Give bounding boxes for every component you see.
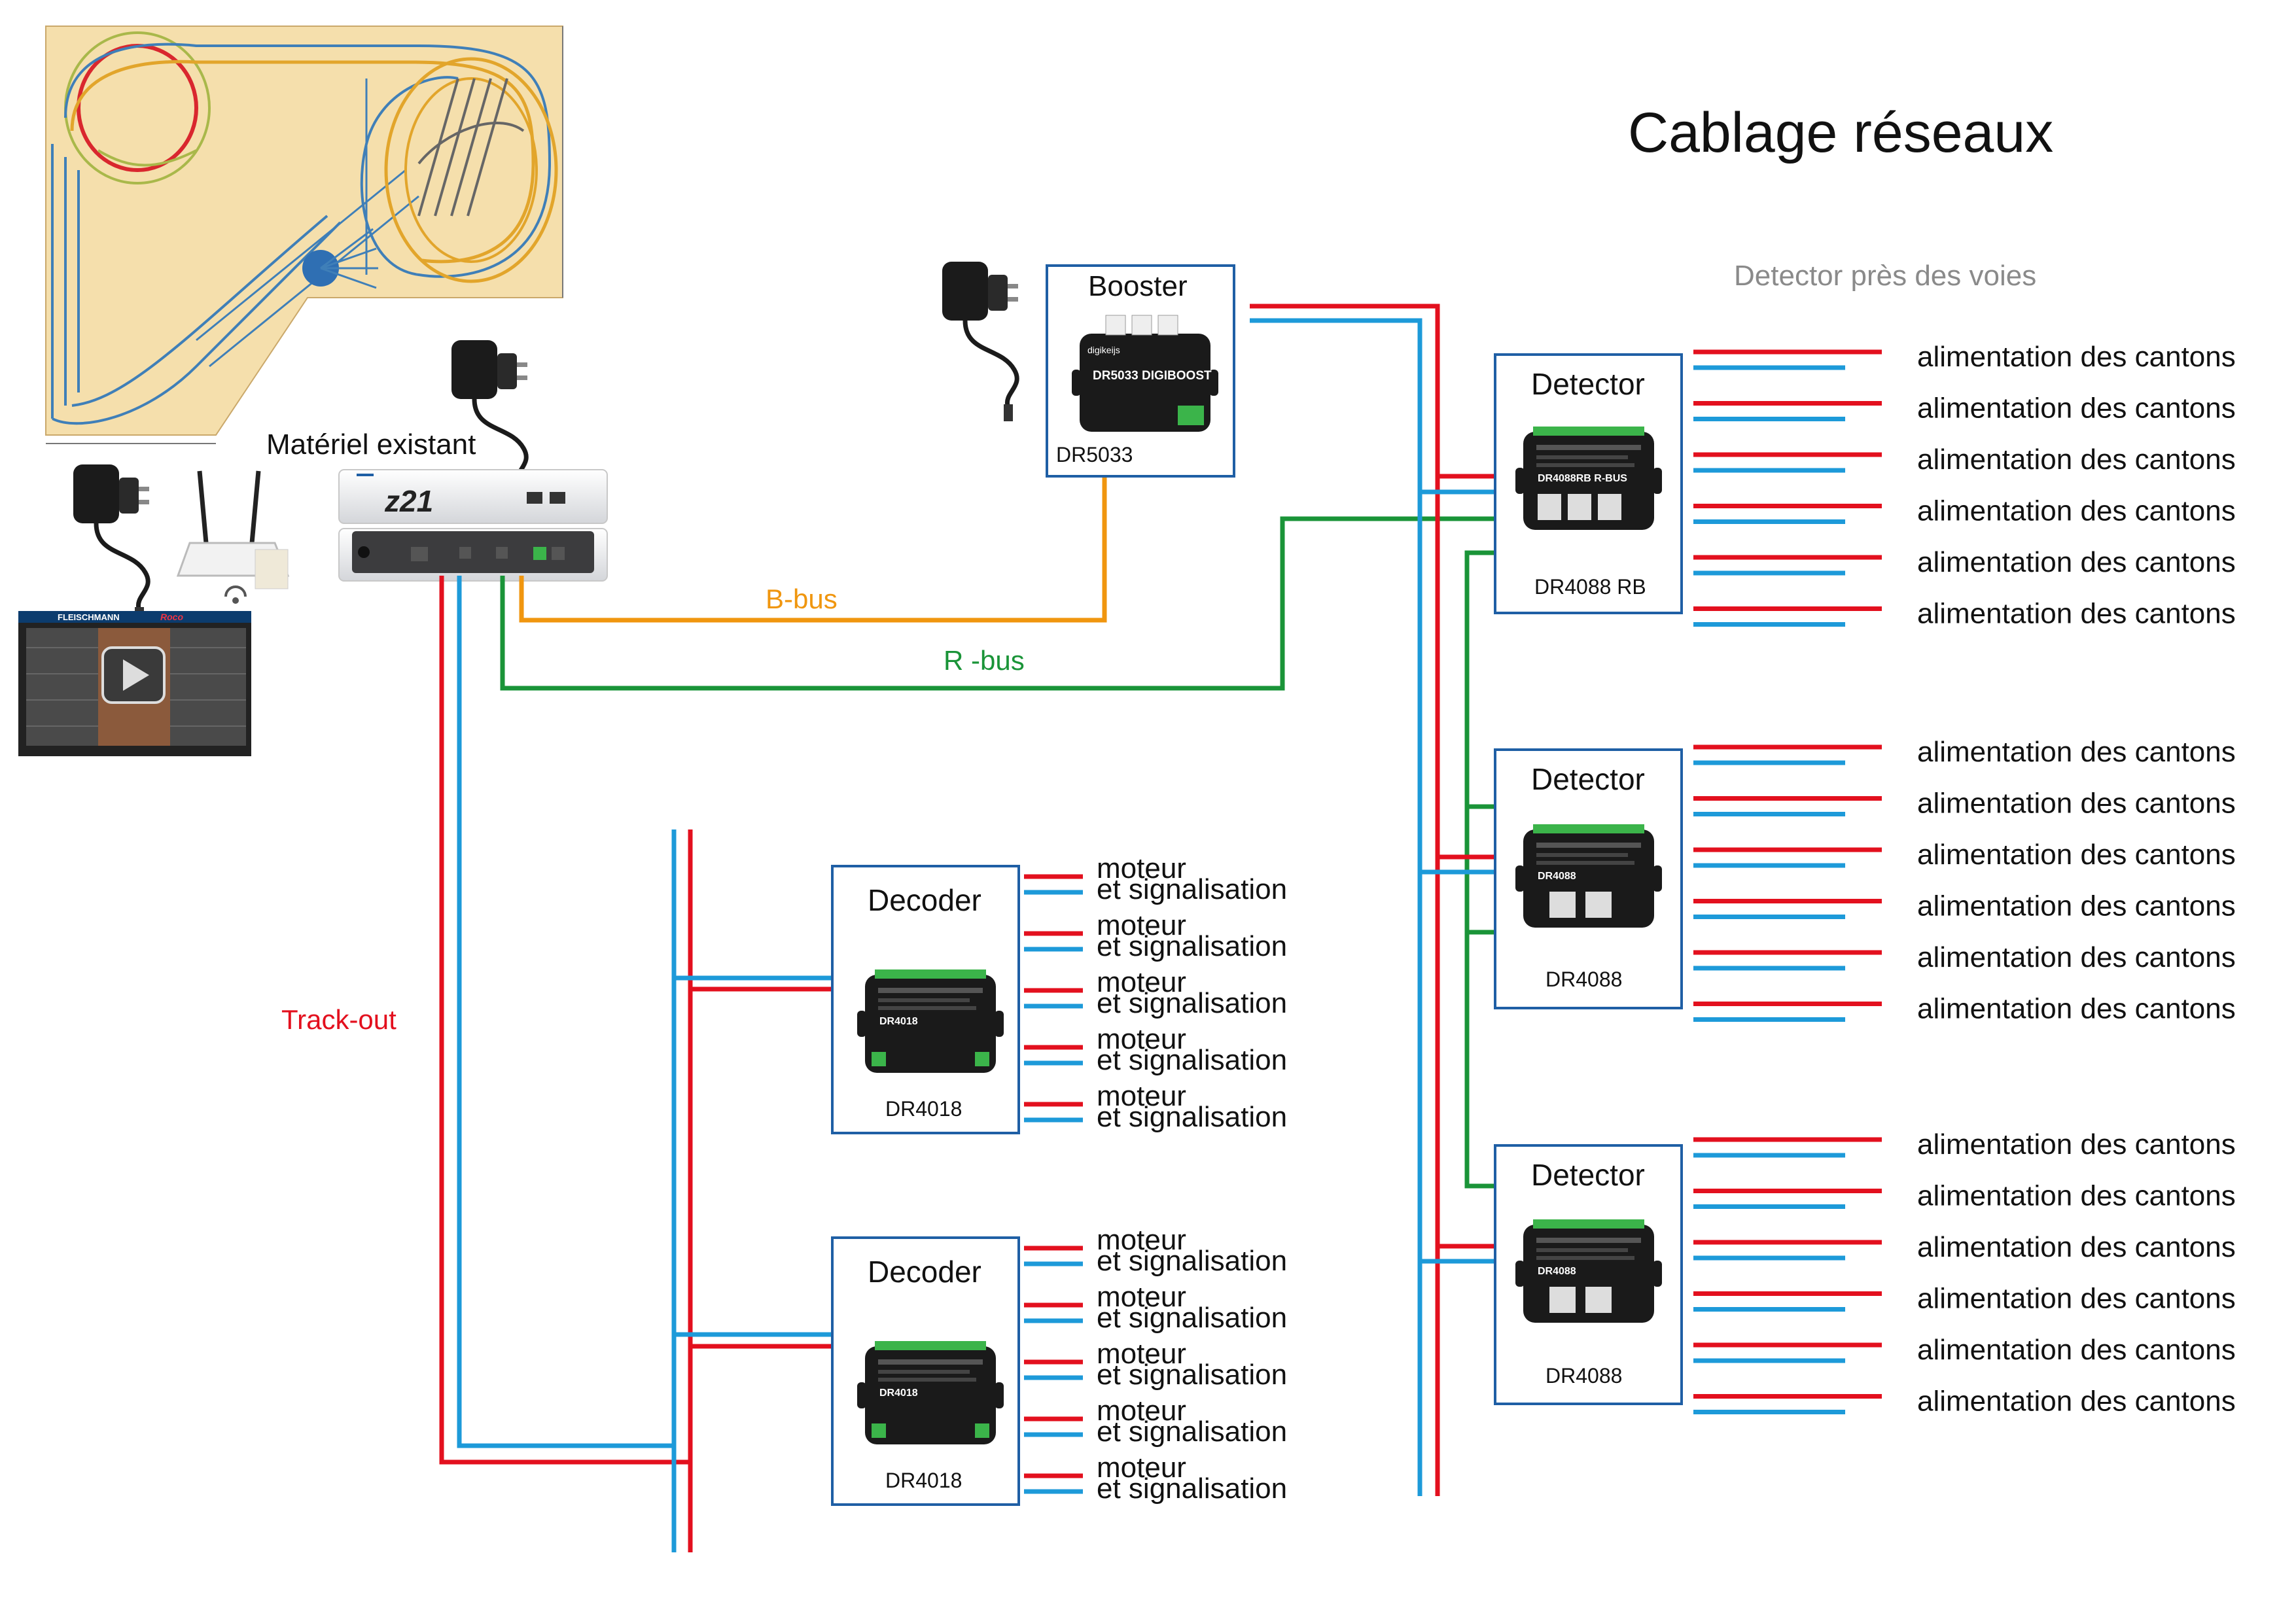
booster-model: DR5033	[1056, 443, 1133, 466]
decoder-module-2: Decoder DR4018 DR4018	[831, 1236, 1020, 1506]
track-out-blue-wire	[457, 576, 674, 1448]
detector-module-3: Detector DR4088 DR4088	[1494, 1144, 1683, 1405]
tablet-brand-roco: Roco	[160, 612, 183, 622]
output-label: et signalisation	[1097, 930, 1287, 962]
output-label: et signalisation	[1097, 1245, 1287, 1277]
output-label: alimentation des cantons	[1917, 890, 2236, 922]
power-adapter-icon	[73, 464, 149, 624]
detector-model: DR4088	[1545, 968, 1622, 991]
output-label: alimentation des cantons	[1917, 941, 2236, 973]
existing-equipment-label: Matériel existant	[266, 428, 476, 461]
decoder-model: DR4018	[885, 1097, 962, 1121]
output-label: alimentation des cantons	[1917, 839, 2236, 871]
decoder-model: DR4018	[885, 1469, 962, 1492]
output-label: alimentation des cantons	[1917, 495, 2236, 527]
tablet-app-screenshot: FLEISCHMANN Roco	[18, 611, 251, 756]
module-outputs: alimentation des cantons alimentation des…	[1024, 341, 2236, 1505]
wiring	[439, 304, 1515, 1552]
output-label: alimentation des cantons	[1917, 788, 2236, 820]
detector-board-text: DR4088RB R-BUS	[1538, 473, 1627, 484]
diagram-title: Cablage réseaux	[1628, 101, 2053, 164]
detector-model: DR4088 RB	[1534, 575, 1646, 599]
output-label: moteur	[1097, 1338, 1186, 1370]
track-out-label: Track-out	[281, 1004, 397, 1035]
output-label: moteur	[1097, 909, 1186, 941]
z21-logo: z21	[384, 484, 433, 518]
output-label: alimentation des cantons	[1917, 444, 2236, 476]
output-label: moteur	[1097, 852, 1186, 884]
output-label: alimentation des cantons	[1917, 1128, 2236, 1161]
output-label: alimentation des cantons	[1917, 1231, 2236, 1263]
output-label: alimentation des cantons	[1917, 341, 2236, 373]
decoder-board-text: DR4018	[879, 1387, 918, 1399]
output-label: et signalisation	[1097, 1044, 1287, 1076]
output-label: alimentation des cantons	[1917, 598, 2236, 630]
output-label: moteur	[1097, 1080, 1186, 1112]
booster-brand: digikeijs	[1087, 345, 1120, 355]
decoder-title: Decoder	[868, 1255, 981, 1289]
output-label: moteur	[1097, 1395, 1186, 1427]
detector-module-1: Detector DR4088RB R-BUS DR4088 RB	[1494, 353, 1683, 614]
z21-central-station: z21	[338, 469, 608, 582]
output-label: et signalisation	[1097, 1359, 1287, 1391]
decoder-board-text: DR4018	[879, 1016, 918, 1027]
detector-model: DR4088	[1545, 1364, 1622, 1387]
output-label: et signalisation	[1097, 1416, 1287, 1448]
output-label: et signalisation	[1097, 1473, 1287, 1505]
track-layout-plan	[45, 26, 563, 444]
booster-module: Booster DR5033 DIGIBOOST digikeijs DR503…	[1046, 264, 1235, 478]
output-label: et signalisation	[1097, 987, 1287, 1019]
output-label: et signalisation	[1097, 1302, 1287, 1334]
output-label: alimentation des cantons	[1917, 546, 2236, 578]
booster-title: Booster	[1088, 270, 1188, 302]
output-label: alimentation des cantons	[1917, 1334, 2236, 1366]
output-label: alimentation des cantons	[1917, 736, 2236, 768]
decoder-title: Decoder	[868, 883, 981, 917]
output-label: moteur	[1097, 1224, 1186, 1256]
output-label: alimentation des cantons	[1917, 993, 2236, 1025]
track-out-red-wire	[439, 576, 690, 1465]
wifi-router-icon	[176, 470, 290, 604]
output-label: et signalisation	[1097, 873, 1287, 905]
output-label: moteur	[1097, 1023, 1186, 1055]
tablet-brand-fleischmann: FLEISCHMANN	[58, 612, 120, 622]
r-bus-wire	[500, 516, 1515, 691]
output-label: alimentation des cantons	[1917, 1180, 2236, 1212]
output-label: moteur	[1097, 966, 1186, 998]
b-bus-wire	[519, 476, 1107, 623]
output-label: et signalisation	[1097, 1101, 1287, 1133]
output-label: moteur	[1097, 1452, 1186, 1484]
output-label: alimentation des cantons	[1917, 1283, 2236, 1315]
diagram-subtitle: Detector près des voies	[1734, 260, 2036, 292]
detector-title: Detector	[1531, 367, 1645, 401]
detector-title: Detector	[1531, 1158, 1645, 1192]
decoder-module-1: Decoder DR4018 DR4018	[831, 865, 1020, 1134]
power-adapter-icon	[942, 262, 1018, 421]
detector-module-2: Detector DR4088 DR4088	[1494, 748, 1683, 1009]
output-label: alimentation des cantons	[1917, 1386, 2236, 1418]
r-bus-label: R -bus	[944, 645, 1025, 676]
b-bus-label: B-bus	[766, 584, 838, 614]
output-label: alimentation des cantons	[1917, 393, 2236, 425]
output-label: moteur	[1097, 1281, 1186, 1313]
detector-board-text: DR4088	[1538, 1266, 1576, 1277]
detector-board-text: DR4088	[1538, 871, 1576, 882]
booster-board-text: DR5033 DIGIBOOST	[1093, 369, 1212, 383]
detector-title: Detector	[1531, 762, 1645, 796]
